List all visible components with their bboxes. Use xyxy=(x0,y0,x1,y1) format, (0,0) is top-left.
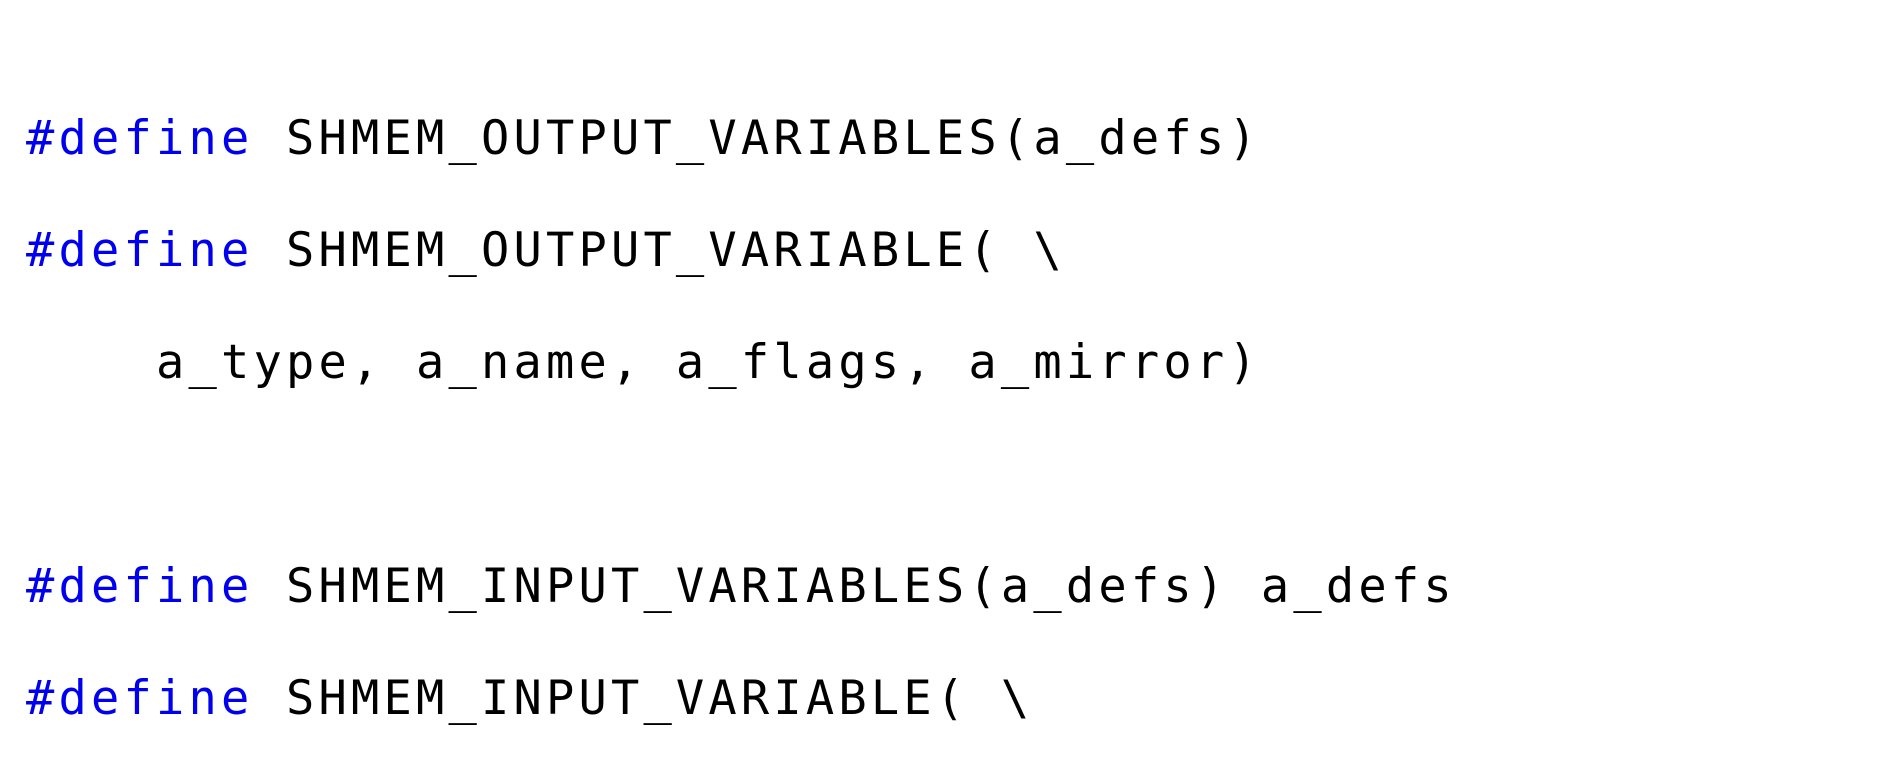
code-keyword: #define xyxy=(26,671,254,726)
code-text: SHMEM_OUTPUT_VARIABLE( \ xyxy=(253,223,1066,278)
code-keyword: #define xyxy=(26,111,254,166)
code-line: #define SHMEM_INPUT_VARIABLES(a_defs) a_… xyxy=(26,559,1883,615)
code-line: #define SHMEM_OUTPUT_VARIABLES(a_defs) xyxy=(26,111,1883,167)
code-line: #define SHMEM_INPUT_VARIABLE( \ xyxy=(26,671,1883,727)
code-line: a_type, a_name, a_flags, a_mirror) xyxy=(26,335,1883,391)
code-text: SHMEM_OUTPUT_VARIABLES(a_defs) xyxy=(253,111,1261,166)
code-line: #define SHMEM_OUTPUT_VARIABLE( \ xyxy=(26,223,1883,279)
code-keyword: #define xyxy=(26,223,254,278)
code-block: #define SHMEM_OUTPUT_VARIABLES(a_defs) #… xyxy=(26,55,1883,772)
code-text: SHMEM_INPUT_VARIABLES(a_defs) a_defs xyxy=(253,559,1456,614)
code-text: SHMEM_INPUT_VARIABLE( \ xyxy=(253,671,1034,726)
code-text: a_type, a_name, a_flags, a_mirror) xyxy=(26,335,1261,390)
code-keyword: #define xyxy=(26,559,254,614)
code-line-blank xyxy=(26,447,1883,503)
